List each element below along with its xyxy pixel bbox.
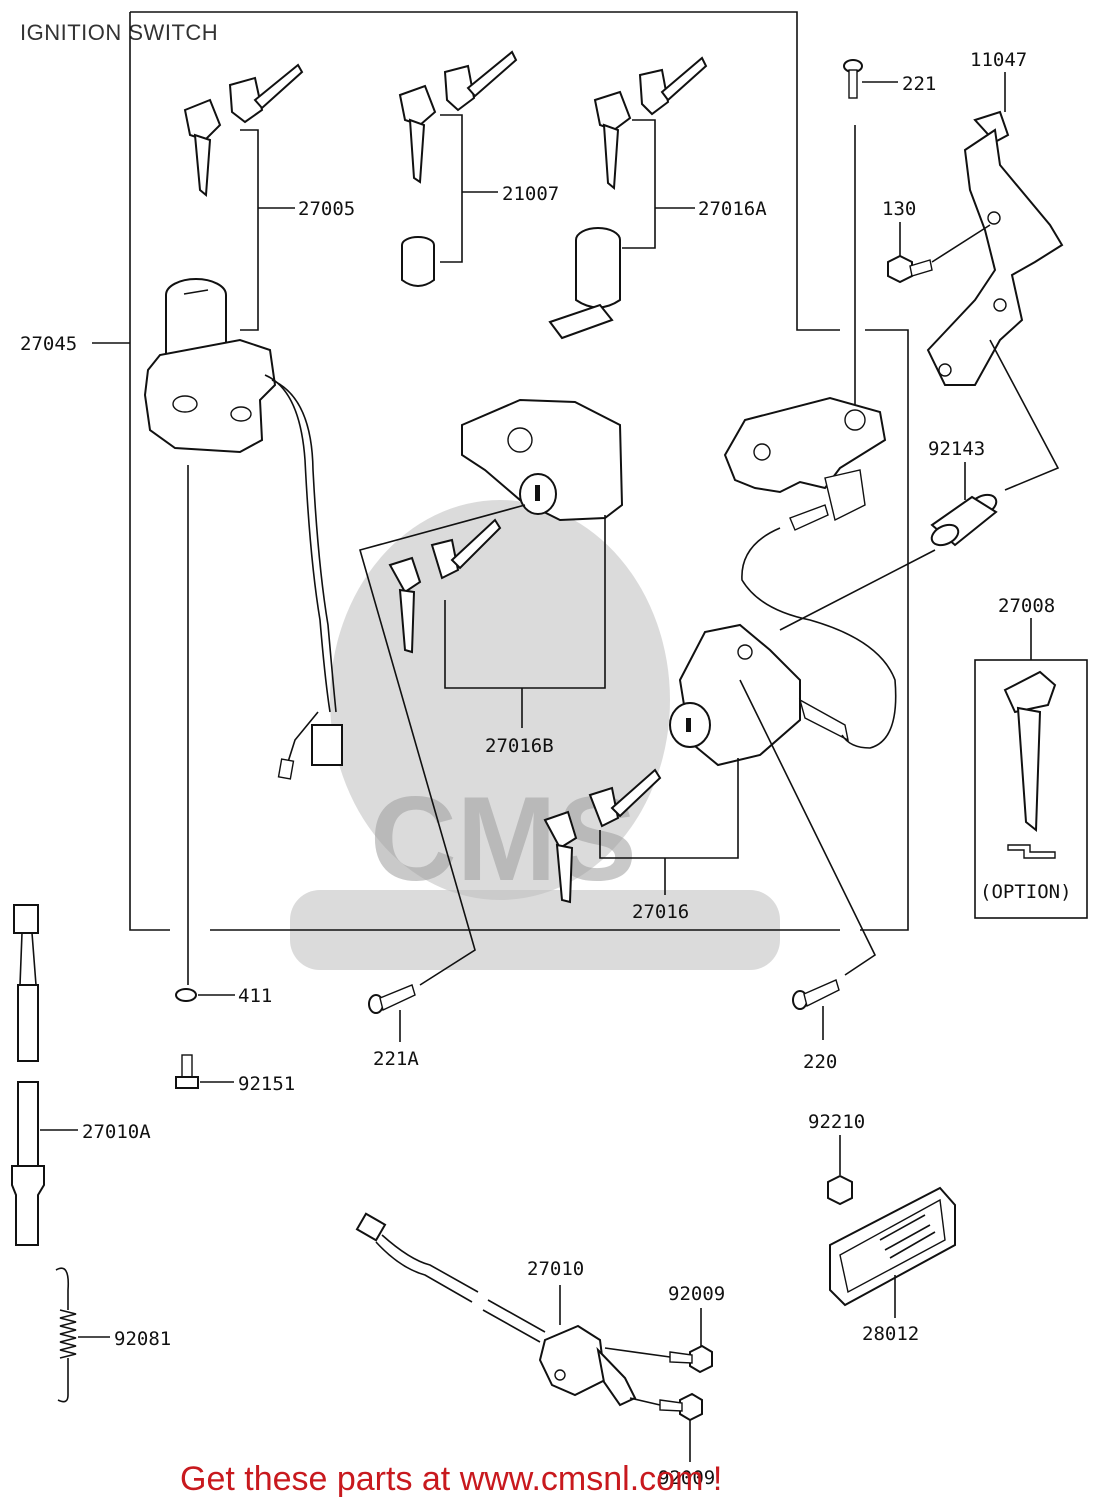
label-27045: 27045	[20, 333, 77, 355]
key-set-21007	[398, 50, 518, 184]
lock-cylinder-21007	[401, 236, 435, 287]
cmsnl-advert[interactable]: Get these parts at www.cmsnl.com !	[180, 1460, 722, 1498]
label-92081: 92081	[114, 1328, 171, 1350]
label-221A: 221A	[373, 1048, 419, 1070]
screw-220	[792, 979, 840, 1010]
leader-130	[899, 222, 991, 263]
helmet-lock-27016	[669, 623, 849, 767]
key-set-27016A	[593, 56, 708, 191]
leader-92009-b	[629, 1397, 691, 1462]
option-key-27008	[1003, 670, 1057, 859]
switch-wire	[264, 374, 331, 713]
bracket-11047	[926, 110, 1064, 386]
screw-221A	[368, 984, 416, 1014]
label-411: 411	[238, 985, 272, 1007]
label-27016B: 27016B	[485, 735, 554, 757]
leader-220	[739, 679, 877, 1040]
label-92009-b: 92009	[658, 1467, 715, 1489]
label-27010A: 27010A	[82, 1121, 151, 1143]
nut-92210	[827, 1174, 853, 1206]
lock-bracket-upper	[723, 396, 887, 531]
switch-27010	[355, 1212, 637, 1407]
label-11047: 11047	[970, 49, 1027, 71]
label-221: 221	[902, 73, 936, 95]
collar-92143	[930, 493, 998, 547]
leader-27016B	[444, 515, 606, 728]
switch-connector	[277, 711, 343, 780]
label-28012: 28012	[862, 1323, 919, 1345]
label-130: 130	[882, 198, 916, 220]
bolt-130	[887, 254, 933, 284]
leader-221A	[359, 504, 526, 1042]
seat-lock-27016B	[461, 398, 624, 522]
reflector-28012	[829, 1186, 956, 1307]
label-92009-a: 92009	[668, 1283, 725, 1305]
label-220: 220	[803, 1051, 837, 1073]
label-21007: 21007	[502, 183, 559, 205]
key-set-27016	[543, 768, 662, 904]
label-27005: 27005	[298, 198, 355, 220]
leader-27016	[599, 758, 739, 895]
key-set-27016B	[388, 518, 502, 654]
assembly-frame	[129, 11, 909, 931]
label-27008: 27008	[998, 595, 1055, 617]
bolt-92009-b	[659, 1392, 703, 1422]
bolt-92009-a	[669, 1344, 713, 1374]
leader-27005	[240, 129, 295, 331]
screw-221	[843, 59, 863, 99]
leader-92143	[779, 339, 1060, 631]
spring-92081	[55, 1267, 77, 1403]
diagram-title: IGNITION SWITCH	[20, 20, 218, 45]
ignition-switch-27045	[143, 278, 277, 454]
label-27010: 27010	[527, 1258, 584, 1280]
label-27016: 27016	[632, 901, 689, 923]
lock-cylinder-27016A	[548, 227, 621, 340]
option-label: (OPTION)	[980, 881, 1072, 903]
washer-411	[175, 988, 197, 1002]
lock-cable	[741, 527, 897, 749]
label-92151: 92151	[238, 1073, 295, 1095]
label-92210: 92210	[808, 1111, 865, 1133]
switch-27010A	[11, 904, 45, 1246]
switch-wire-2	[271, 379, 337, 713]
bolt-92151	[175, 1054, 199, 1089]
leader-92009-a	[604, 1308, 702, 1358]
leader-21007	[440, 114, 498, 263]
label-92143: 92143	[928, 438, 985, 460]
leader-27016A	[622, 119, 695, 249]
label-27016A: 27016A	[698, 198, 767, 220]
key-set-27005	[183, 63, 304, 198]
